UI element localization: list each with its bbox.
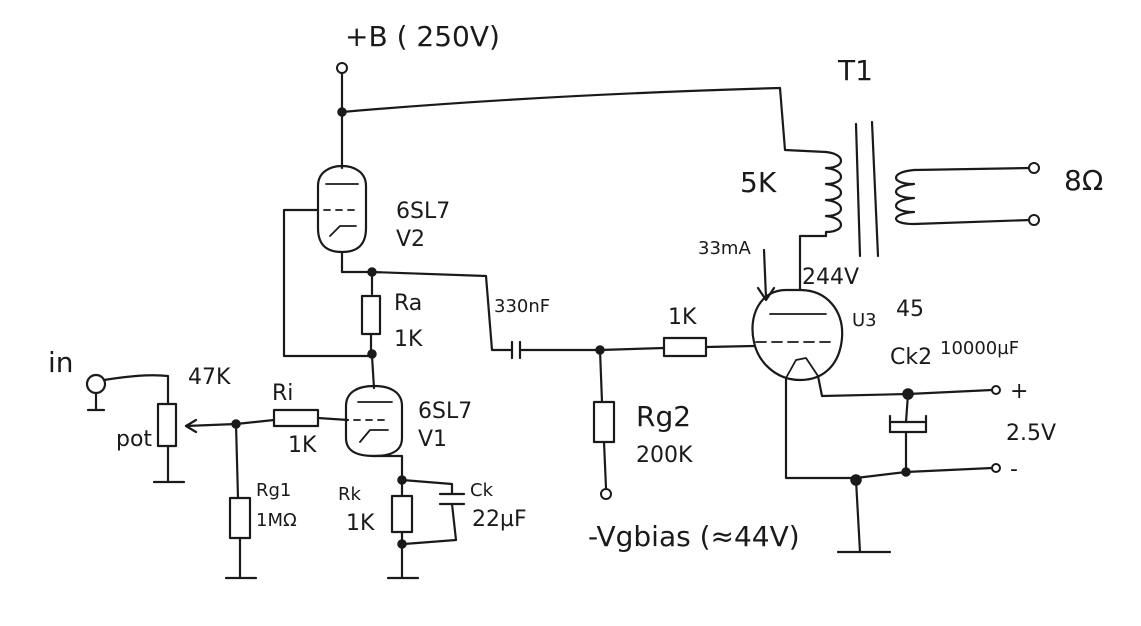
rg2-name-label: Rg2 xyxy=(636,400,691,433)
ri-value-label: 1K xyxy=(288,433,317,458)
filament-minus-label: - xyxy=(1010,457,1018,482)
plate-current-label: 33mA xyxy=(698,238,751,259)
supply-label: +B ( 250V) xyxy=(345,20,500,53)
ground-symbol xyxy=(836,478,892,554)
v3-type-label: 45 xyxy=(896,297,924,322)
pot-value-label: 47K xyxy=(188,365,231,390)
tube-v3 xyxy=(751,234,910,480)
capacitor-coupling xyxy=(510,340,602,360)
current-arrow xyxy=(756,248,776,302)
ra-value-label: 1K xyxy=(394,327,423,352)
resistor-grid-stopper xyxy=(598,336,756,358)
primary-impedance-label: 5K xyxy=(740,166,777,199)
ri-name-label: Ri xyxy=(272,381,293,406)
capacitor-ck2 xyxy=(888,392,928,472)
speaker-label: 8Ω xyxy=(1064,164,1103,197)
filament-plus-label: + xyxy=(1010,379,1028,404)
rk-value-label: 1K xyxy=(346,511,375,536)
rg2-value-label: 200K xyxy=(636,443,693,468)
ck2-name-label: Ck2 xyxy=(890,345,932,370)
rg1-name-label: Rg1 xyxy=(256,480,291,501)
coupling-cap-label: 330nF xyxy=(494,296,550,317)
supply-terminal xyxy=(336,62,348,74)
v2-type-label: 6SL7 xyxy=(396,199,450,224)
ra-name-label: Ra xyxy=(394,291,422,316)
v2-name-label: V2 xyxy=(396,227,425,252)
filament-plus-wire xyxy=(906,388,994,396)
resistor-rg1 xyxy=(224,422,258,580)
resistor-rg2 xyxy=(592,348,616,500)
potentiometer xyxy=(152,402,238,484)
rk-name-label: Rk xyxy=(338,484,362,505)
resistor-ri xyxy=(234,408,350,428)
grid-stopper-label: 1K xyxy=(668,305,697,330)
filament-voltage-label: 2.5V xyxy=(1006,421,1056,446)
capacitor-ck xyxy=(400,478,466,546)
supply-rail xyxy=(336,62,828,170)
ck-value-label: 22µF xyxy=(472,507,527,532)
ck-name-label: Ck xyxy=(470,480,494,501)
input-jack xyxy=(85,373,170,412)
v1-name-label: V1 xyxy=(418,427,447,452)
rg1-value-label: 1MΩ xyxy=(256,510,297,531)
coupling-wire xyxy=(370,270,514,352)
plate-voltage-label: 244V xyxy=(802,265,859,290)
bias-label: -Vgbias (≈44V) xyxy=(588,520,800,553)
input-label: in xyxy=(48,346,74,379)
v1-type-label: 6SL7 xyxy=(418,399,472,424)
pot-name-label: pot xyxy=(116,427,152,452)
resistor-ra xyxy=(360,294,382,358)
transformer-t1 xyxy=(824,120,1040,258)
ck2-value-label: 10000µF xyxy=(940,338,1019,359)
v2-grid-wire xyxy=(282,208,374,358)
tube-v1 xyxy=(344,384,404,480)
resistor-rk xyxy=(386,478,420,580)
tube-v2 xyxy=(316,164,368,274)
v3-name-label: U3 xyxy=(852,310,877,331)
transformer-label: T1 xyxy=(837,54,873,87)
